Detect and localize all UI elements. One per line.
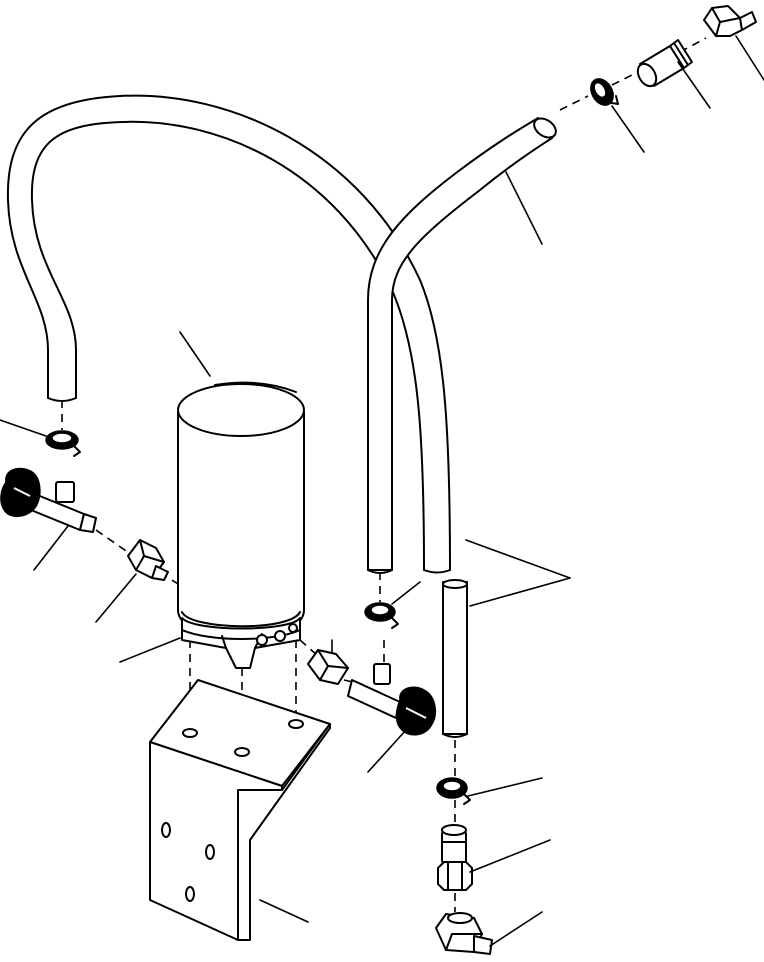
hose-nipple <box>437 824 473 891</box>
left-hose-clamp <box>45 430 81 457</box>
fuel-filter-canister <box>177 381 305 669</box>
right-nut-fitting <box>307 649 349 685</box>
leader-lines <box>0 35 764 947</box>
center-hose-clamp <box>364 602 399 629</box>
lower-hose-clamp <box>436 777 471 805</box>
elbow-fitting <box>435 912 493 955</box>
top-nut-fitting <box>703 5 757 37</box>
top-hose-adapter <box>636 39 693 88</box>
left-shutoff-valve <box>0 467 97 533</box>
right-shutoff-valve <box>347 663 437 736</box>
top-hose-clamp <box>590 78 619 106</box>
mounting-bracket <box>149 679 331 941</box>
short-hose <box>442 579 468 738</box>
left-nut-fitting <box>127 539 169 581</box>
right-hose <box>367 117 557 574</box>
